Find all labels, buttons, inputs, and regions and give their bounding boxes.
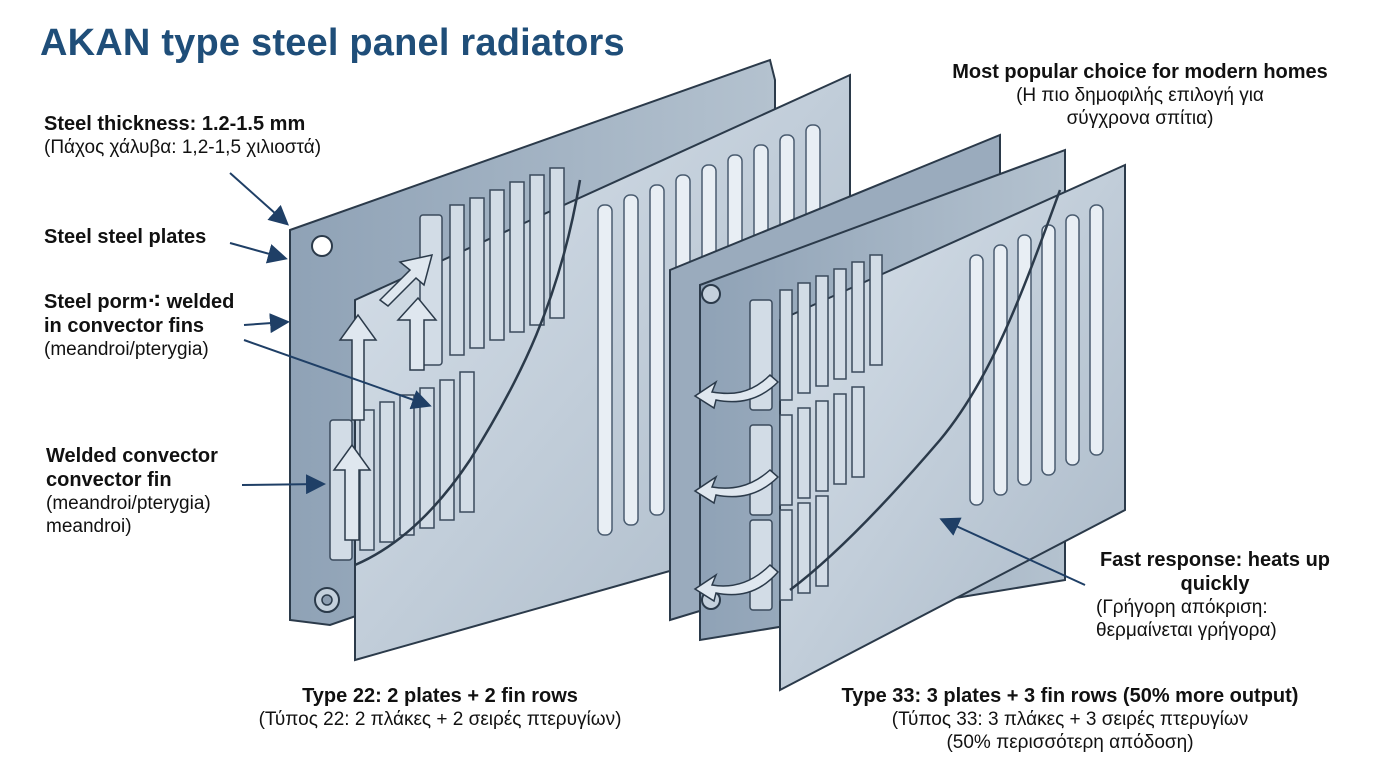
- label-type22-gr: (Τύπος 22: 2 πλάκες + 2 σειρές πτερυγίων…: [258, 709, 622, 730]
- label-fast-response: Fast response: heats up quickly (Γρήγορη…: [1090, 548, 1340, 642]
- label-steel-form-gr: (meandroi/pterygia): [44, 339, 209, 360]
- label-type33-gr2: (50% περισσότερη απόδοση): [946, 732, 1194, 753]
- label-welded-fin: Welded convector convector fin (meandroi…: [46, 444, 218, 538]
- page-title: AKAN type steel panel radiators: [40, 22, 625, 64]
- label-steel-form: Steel porm⁖ welded in convector fins (me…: [44, 290, 234, 361]
- label-type22: Type 22: 2 plates + 2 fin rows (Τύπος 22…: [230, 684, 650, 731]
- label-fast-response-en1: Fast response: heats up: [1099, 549, 1331, 571]
- label-type22-en: Type 22: 2 plates + 2 fin rows: [302, 685, 578, 707]
- label-steel-thickness-en: Steel thickness: 1.2-1.5 mm: [44, 113, 306, 135]
- label-steel-form-en1: Steel porm⁖ welded: [44, 291, 235, 313]
- type33-radiator: [669, 133, 1126, 692]
- label-welded-fin-gr1: (meandroi/pterygia): [46, 493, 211, 514]
- label-welded-fin-en2: convector fin: [46, 469, 172, 491]
- label-popular-gr2: σύγχρονα σπίτια): [1066, 108, 1214, 129]
- label-type33-en: Type 33: 3 plates + 3 fin rows (50% more…: [841, 685, 1299, 707]
- label-steel-thickness-gr: (Πάχος χάλυβα: 1,2-1,5 χιλιοστά): [44, 137, 322, 158]
- label-steel-plates: Steel steel plates: [44, 225, 206, 249]
- label-popular: Most popular choice for modern homes (Η …: [930, 60, 1350, 130]
- label-popular-en: Most popular choice for modern homes: [952, 61, 1328, 83]
- label-fast-response-gr1: (Γρήγορη απόκριση:: [1096, 597, 1268, 618]
- label-welded-fin-gr2: meandroi): [46, 516, 132, 537]
- label-welded-fin-en1: Welded convector: [46, 445, 218, 467]
- label-fast-response-gr2: θερμαίνεται γρήγορα): [1096, 620, 1277, 641]
- label-steel-plates-en: Steel steel plates: [44, 226, 207, 248]
- callout-lines: [229, 172, 1086, 586]
- label-popular-gr1: (Η πιο δημοφιλής επιλογή για: [1016, 85, 1264, 106]
- label-steel-thickness: Steel thickness: 1.2-1.5 mm (Πάχος χάλυβ…: [44, 112, 321, 159]
- label-type33-gr1: (Τύπος 33: 3 πλάκες + 3 σειρές πτερυγίων: [891, 709, 1249, 730]
- label-steel-form-en2: in convector fins: [44, 315, 205, 337]
- label-type33: Type 33: 3 plates + 3 fin rows (50% more…: [815, 684, 1325, 754]
- label-fast-response-en2: quickly: [1180, 573, 1250, 595]
